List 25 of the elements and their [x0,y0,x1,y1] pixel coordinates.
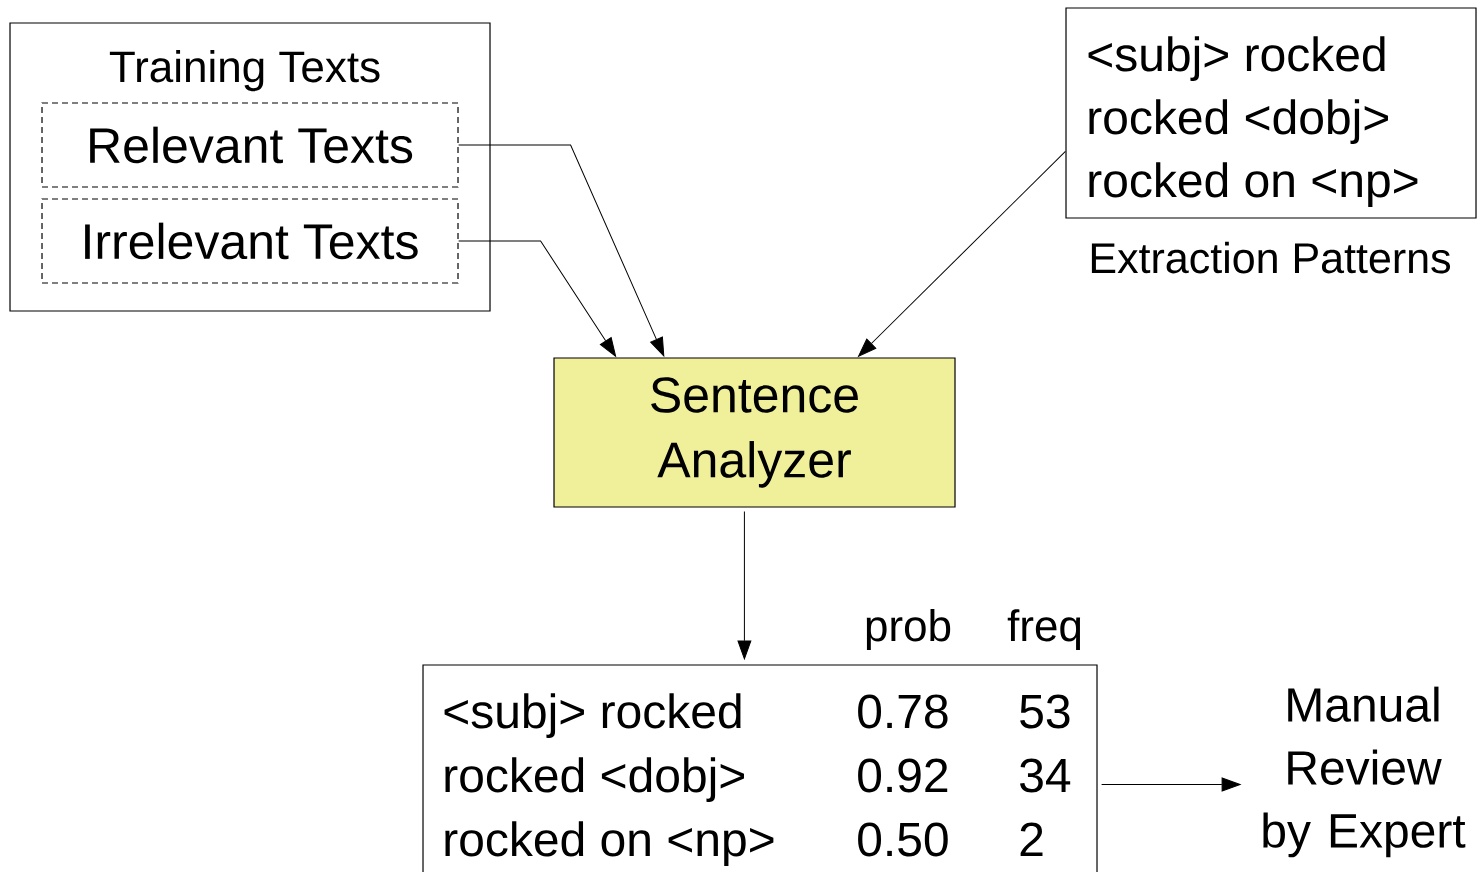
column-header: freq [1007,609,1081,651]
text-box: Irrelevant Texts [41,198,459,284]
process-box: Sentence Analyzer [553,357,956,508]
table-cell: 0.78 [858,694,948,729]
arrow [858,150,1066,357]
table-cell: 0.50 [858,822,948,857]
arrow [458,240,617,357]
table-cell: rocked <dobj> [445,757,744,802]
pattern-line: rocked on <np> [1089,162,1418,207]
column-header: prob [866,609,951,651]
table-cell: 34 [1020,758,1071,793]
box-caption: Extraction Patterns [1091,241,1451,274]
table-cell: 0.92 [858,758,948,793]
table-cell: 2 [1020,822,1043,856]
table-cell: 53 [1020,694,1070,729]
arrow [458,144,665,357]
text-box: Relevant Texts [41,102,459,188]
pattern-line: <subj> rocked [1088,36,1385,81]
arrow [1101,777,1241,792]
table-cell: <subj> rocked [444,693,741,738]
arrow [737,511,752,660]
group-title: Training Texts [109,50,380,92]
text-label: Manual Review by Expert [1263,686,1466,858]
table-cell: rocked on <np> [445,821,774,866]
pattern-line: rocked <dobj> [1089,99,1388,144]
